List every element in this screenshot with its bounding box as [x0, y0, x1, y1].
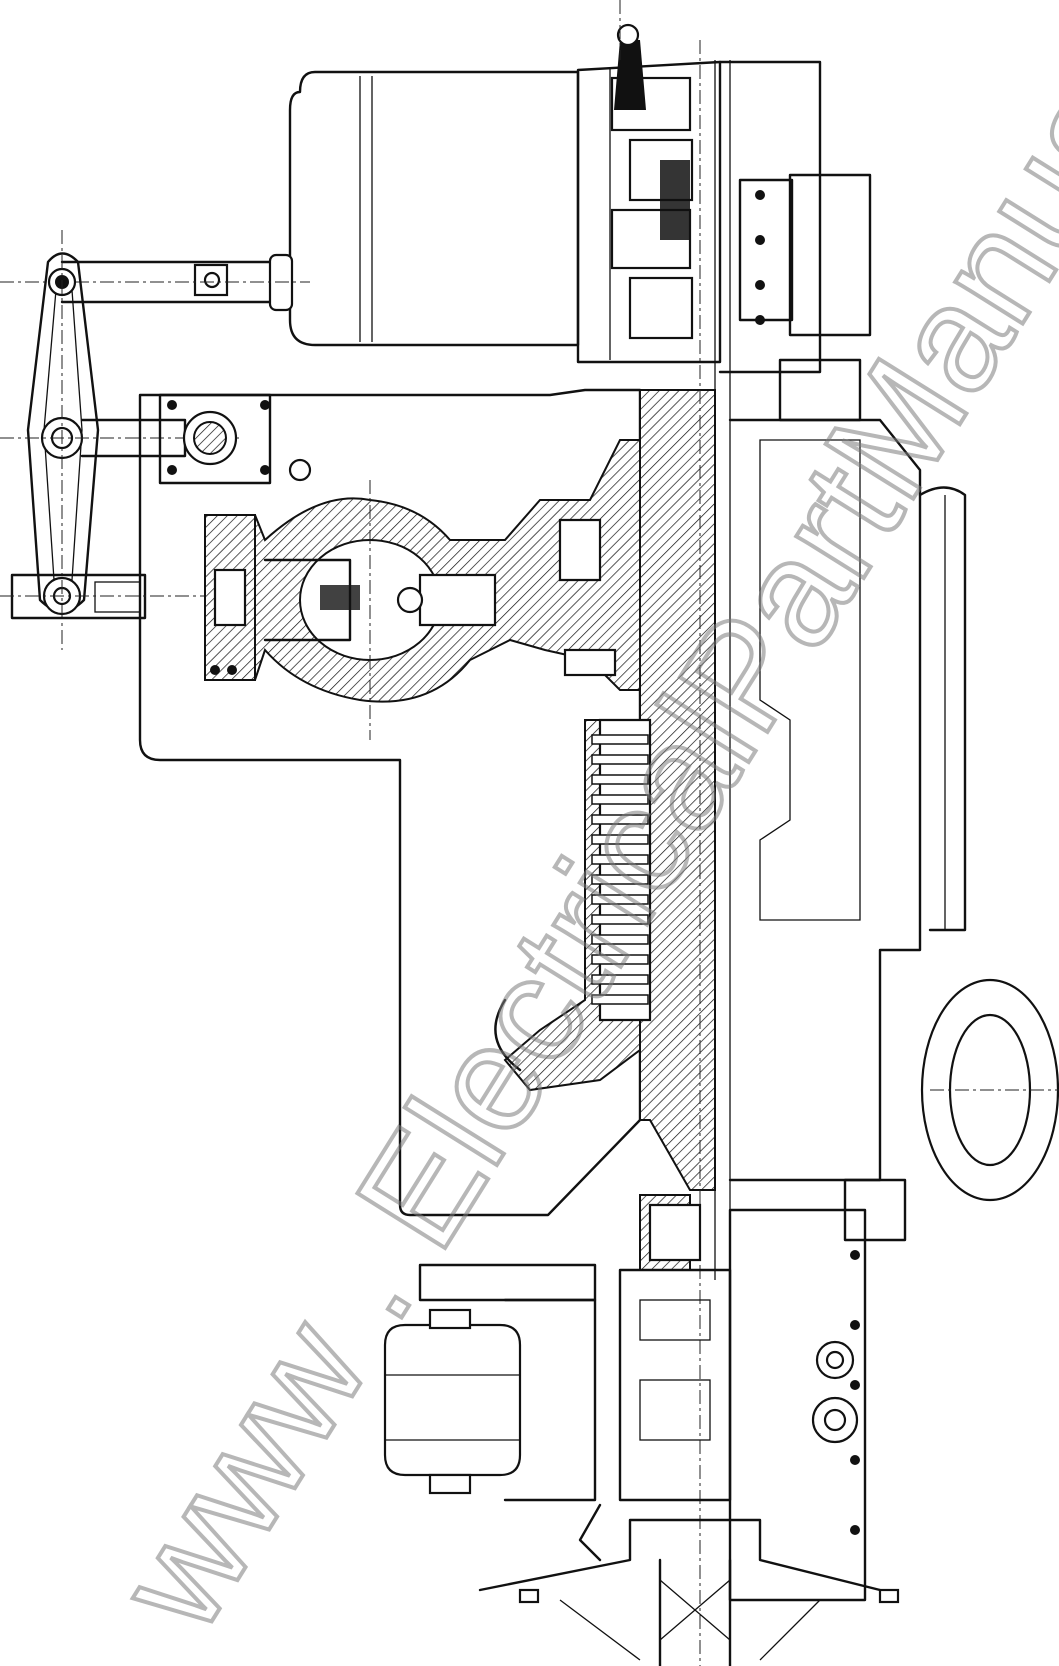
interrupter-plate: [591, 994, 649, 1005]
upper-push-rod: [0, 253, 310, 312]
middle-link: [80, 393, 312, 485]
lower-right-flange: [728, 1178, 907, 1602]
interrupter-plate: [591, 754, 649, 765]
interrupter-plate: [591, 774, 649, 785]
interrupter-plate: [591, 734, 649, 745]
interrupter-plate: [591, 874, 649, 885]
interrupter-plate: [591, 914, 649, 925]
interrupter-plate: [591, 934, 649, 945]
interrupter-plate: [591, 814, 649, 825]
top-actuator-housing: [288, 0, 822, 374]
tank-outline: [138, 388, 642, 1217]
interrupter-stack: [494, 718, 652, 1092]
interrupter-plate: [591, 894, 649, 905]
interrupter-plate: [591, 854, 649, 865]
base-structure: [478, 1503, 900, 1666]
valve-body: [204, 439, 661, 740]
bottom-actuator: [383, 1194, 732, 1502]
interrupter-plate: [591, 974, 649, 985]
piston-block: [204, 514, 256, 681]
interrupter-plate: [591, 954, 649, 965]
top-right-flange: [738, 173, 872, 337]
right-elliptical-flange: [920, 978, 1059, 1202]
interrupter-plate: [591, 794, 649, 805]
operating-lever: [0, 230, 240, 650]
interrupter-plate: [591, 834, 649, 845]
central-column: [639, 40, 731, 1666]
